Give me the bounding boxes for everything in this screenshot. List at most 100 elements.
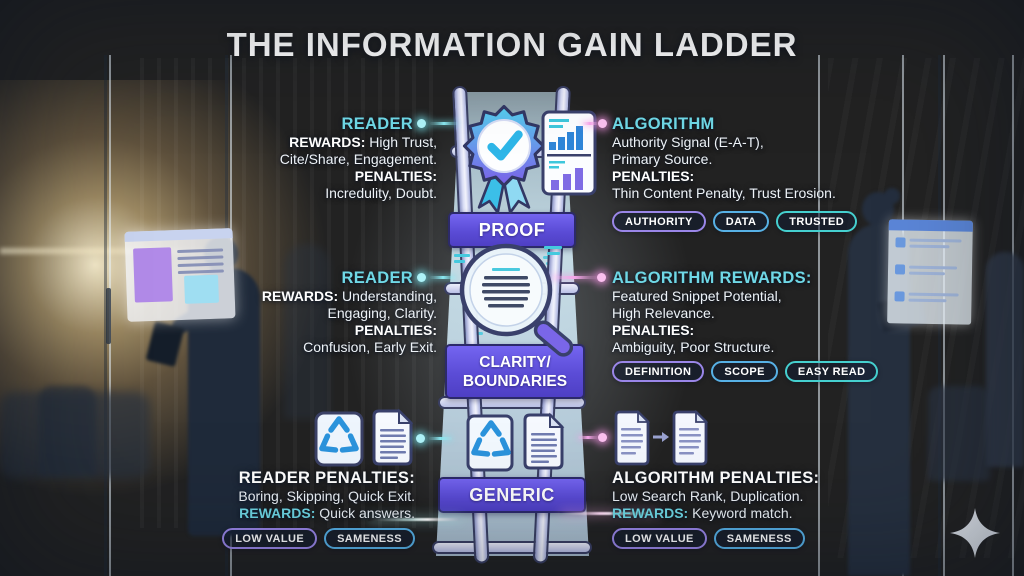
text-line: REWARDS: High Trust, <box>147 134 437 151</box>
banner-label: BOUNDARIES <box>462 372 568 390</box>
sparkle-icon <box>950 508 1000 558</box>
line-text: Understanding, <box>338 288 437 304</box>
connector-dot <box>417 119 426 128</box>
line-text: Thin Content Penalty, Trust Erosion. <box>612 185 836 201</box>
text-line: Ambiguity, Poor Structure. <box>612 339 902 356</box>
connector-dot <box>597 273 606 282</box>
office-chair-silhouette <box>38 386 96 476</box>
text-line: REWARDS: Keyword match. <box>612 505 892 522</box>
lined-doc-icon <box>523 412 565 470</box>
screen-line <box>909 265 958 270</box>
screen-list-bullet <box>895 237 906 248</box>
ladder-banner-proof: PROOF <box>448 212 576 248</box>
connector-line <box>552 276 597 279</box>
text-line: Incredulity, Doubt. <box>147 185 437 202</box>
tag-pill: EASY READ <box>784 361 879 382</box>
bold-label: REWARDS: <box>261 288 339 304</box>
line-text: Incredulity, Doubt. <box>325 185 437 201</box>
text-line: REWARDS: Understanding, <box>147 288 437 305</box>
line-text: Quick answers. <box>315 505 415 521</box>
algorithm-heading: ALGORITHM REWARDS: <box>612 269 812 287</box>
screen-line <box>177 248 224 254</box>
text-line: REWARDS: Quick answers. <box>145 505 415 522</box>
algorithm-heading: ALGORITHM <box>612 115 715 133</box>
text-line: PENALTIES: <box>612 322 902 339</box>
badge-check-icon <box>462 104 546 214</box>
tag-pill: SCOPE <box>711 361 778 382</box>
text-line: Low Search Rank, Duplication. <box>612 488 892 505</box>
recycle-doc-icon <box>314 411 364 467</box>
text-line: Confusion, Early Exit. <box>147 339 437 356</box>
connector-line <box>578 436 598 439</box>
bar-chart-doc-icon <box>541 110 597 196</box>
line-text: Low Search Rank, Duplication. <box>612 488 804 504</box>
connector-line <box>430 122 458 125</box>
tag-pill: DEFINITION <box>612 361 705 382</box>
tag-pill: LOW VALUE <box>612 528 707 549</box>
lined-doc-icon <box>372 408 414 466</box>
text-line: Cite/Share, Engagement. <box>147 151 437 168</box>
bold-label: REWARDS: <box>289 134 366 150</box>
silhouette-hair-bun <box>884 188 900 204</box>
door-handle <box>106 288 111 344</box>
sun-streak <box>0 248 230 254</box>
connector-line <box>582 122 598 125</box>
tag-pill: TRUSTED <box>776 211 858 232</box>
tag-pill: SAMENESS <box>324 528 415 549</box>
generic-tags-right: LOW VALUE SAMENESS <box>612 528 805 549</box>
line-text: Confusion, Early Exit. <box>303 339 437 355</box>
line-text: Authority Signal (E-A-T), <box>612 134 764 150</box>
page-title: THE INFORMATION GAIN LADDER <box>226 26 798 63</box>
recycle-doc-icon <box>466 414 514 472</box>
bold-label: PENALTIES: <box>354 168 437 184</box>
screen-line <box>909 238 962 243</box>
reader-heading: READER <box>341 115 413 133</box>
text-line: Authority Signal (E-A-T), <box>612 134 902 151</box>
screen-line <box>177 255 224 261</box>
screen-line <box>908 298 947 303</box>
algorithm-heading: ALGORITHM PENALTIES: <box>612 469 820 487</box>
bold-label: PENALTIES: <box>354 322 437 338</box>
text-line: Engaging, Clarity. <box>147 305 437 322</box>
banner-label: PROOF <box>478 219 546 240</box>
algorithm-proof-block: ALGORITHM Authority Signal (E-A-T), Prim… <box>612 114 902 202</box>
line-text: High Relevance. <box>612 305 715 321</box>
arrow-icon <box>662 432 669 442</box>
line-text: Boring, Skipping, Quick Exit. <box>238 488 415 504</box>
line-text: Ambiguity, Poor Structure. <box>612 339 775 355</box>
screen-line <box>908 292 959 297</box>
magnifier-icon <box>454 243 573 357</box>
connector-line <box>430 276 456 279</box>
reader-generic-block: READER PENALTIES: Boring, Skipping, Quic… <box>145 468 415 522</box>
ladder-banner-generic: GENERIC <box>438 477 586 513</box>
algorithm-clarity-block: ALGORITHM REWARDS: Featured Snippet Pote… <box>612 268 902 356</box>
tag-pill: LOW VALUE <box>222 528 318 549</box>
clarity-tags: DEFINITION SCOPE EASY READ <box>612 361 879 382</box>
connector-dot <box>416 434 425 443</box>
algorithm-generic-block: ALGORITHM PENALTIES: Low Search Rank, Du… <box>612 468 892 522</box>
text-line: Primary Source. <box>612 151 902 168</box>
proof-tags: AUTHORITY DATA TRUSTED <box>612 211 858 232</box>
office-chair-silhouette <box>928 386 990 481</box>
connector-dot <box>598 119 607 128</box>
line-text: High Trust, <box>365 134 437 150</box>
line-text: Cite/Share, Engagement. <box>279 151 437 167</box>
screen-line <box>909 244 950 249</box>
ladder-rung <box>432 541 592 554</box>
banner-label: GENERIC <box>469 484 555 505</box>
line-text: Keyword match. <box>688 505 793 521</box>
bold-label: REWARDS: <box>239 505 316 521</box>
reader-heading: READER <box>341 269 413 287</box>
line-text: Featured Snippet Potential, <box>612 288 782 304</box>
text-line: Featured Snippet Potential, <box>612 288 902 305</box>
background-person-silhouette <box>284 244 330 419</box>
banner-label: CLARITY/ <box>479 353 551 371</box>
reader-proof-block: READER REWARDS: High Trust, Cite/Share, … <box>147 114 437 202</box>
tag-pill: SAMENESS <box>713 528 805 549</box>
text-line: PENALTIES: <box>147 322 437 339</box>
text-line: PENALTIES: <box>612 168 902 185</box>
tag-pill: AUTHORITY <box>612 211 706 232</box>
text-line: High Relevance. <box>612 305 902 322</box>
bold-label: PENALTIES: <box>612 168 695 184</box>
